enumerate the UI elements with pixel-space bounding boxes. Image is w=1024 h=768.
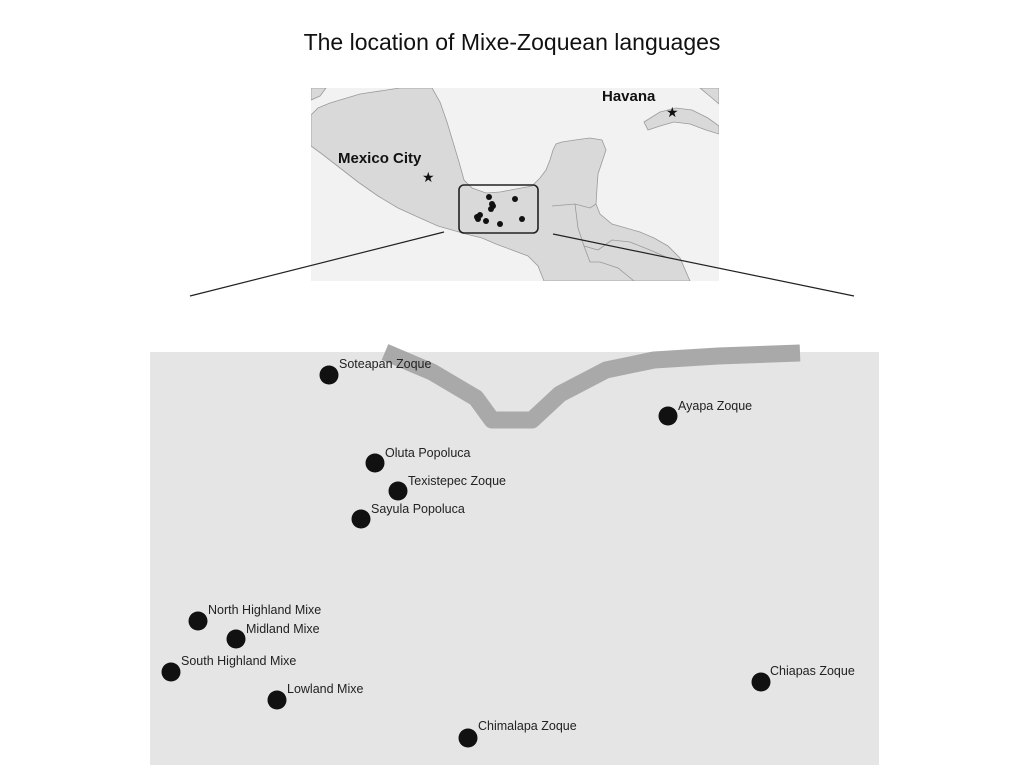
language-label-chiapas-zoque: Chiapas Zoque — [770, 664, 855, 678]
language-label-ayapa-zoque: Ayapa Zoque — [678, 399, 752, 413]
language-label-sayula-popoluca: Sayula Popoluca — [371, 502, 465, 516]
overview-map: Mexico City ★ Havana ★ — [311, 88, 719, 281]
inset-dot — [483, 218, 489, 224]
havana-label: Havana — [602, 88, 656, 105]
language-label-midland-mixe: Midland Mixe — [246, 622, 320, 636]
cuba-landmass — [643, 107, 719, 135]
language-dot-texistepec-zoque — [388, 481, 408, 501]
star-icon: ★ — [666, 105, 679, 121]
inset-dots — [474, 194, 525, 227]
coast-band — [381, 344, 801, 429]
language-dot-lowland-mixe — [267, 690, 287, 710]
callout-line-left — [189, 231, 445, 297]
inset-dot — [497, 221, 503, 227]
inset-dot — [488, 206, 494, 212]
language-label-south-highland-mixe: South Highland Mixe — [181, 654, 296, 668]
language-label-lowland-mixe: Lowland Mixe — [287, 682, 363, 696]
language-label-north-highland-mixe: North Highland Mixe — [208, 603, 321, 617]
language-dot-sayula-popoluca — [351, 509, 371, 529]
language-dot-soteapan-zoque — [319, 365, 339, 385]
inset-dot — [519, 216, 525, 222]
language-dot-midland-mixe — [226, 629, 246, 649]
inset-frame — [458, 184, 539, 234]
language-dot-chiapas-zoque — [751, 672, 771, 692]
inset-dot — [475, 216, 481, 222]
language-dot-ayapa-zoque — [658, 406, 678, 426]
language-dot-oluta-popoluca — [365, 453, 385, 473]
baja-landmass — [311, 88, 327, 101]
mexico-landmass — [311, 88, 691, 281]
language-dot-north-highland-mixe — [188, 611, 208, 631]
language-label-texistepec-zoque: Texistepec Zoque — [408, 474, 506, 488]
language-label-oluta-popoluca: Oluta Popoluca — [385, 446, 471, 460]
mexico-city-label: Mexico City — [338, 150, 422, 167]
inset-dot — [512, 196, 518, 202]
language-label-chimalapa-zoque: Chimalapa Zoque — [478, 719, 577, 733]
language-label-soteapan-zoque: Soteapan Zoque — [339, 357, 431, 371]
country-borders — [551, 203, 669, 281]
star-icon: ★ — [422, 170, 435, 186]
language-dot-south-highland-mixe — [161, 662, 181, 682]
page-title: The location of Mixe-Zoquean languages — [303, 29, 721, 55]
florida-landmass — [699, 88, 719, 105]
inset-dot — [486, 194, 492, 200]
callout-line-right — [552, 233, 855, 297]
language-dot-chimalapa-zoque — [458, 728, 478, 748]
